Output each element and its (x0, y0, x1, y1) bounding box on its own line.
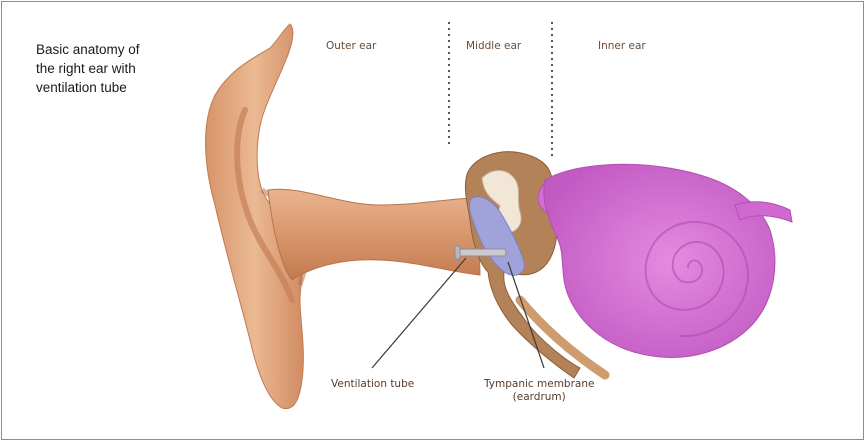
ventilation-tube-text: Ventilation tube (331, 378, 414, 391)
eardrum-text: (eardrum) (484, 391, 594, 404)
cochlea (544, 164, 775, 357)
ventilation-tube-label: Ventilation tube (331, 378, 414, 391)
ventilation-tube (458, 249, 506, 256)
ear-canal (268, 189, 480, 280)
ventilation-tube-callout-line (372, 258, 466, 368)
tympanic-membrane-label: Tympanic membrane (eardrum) (484, 378, 594, 404)
tympanic-membrane-text: Tympanic membrane (484, 378, 594, 391)
